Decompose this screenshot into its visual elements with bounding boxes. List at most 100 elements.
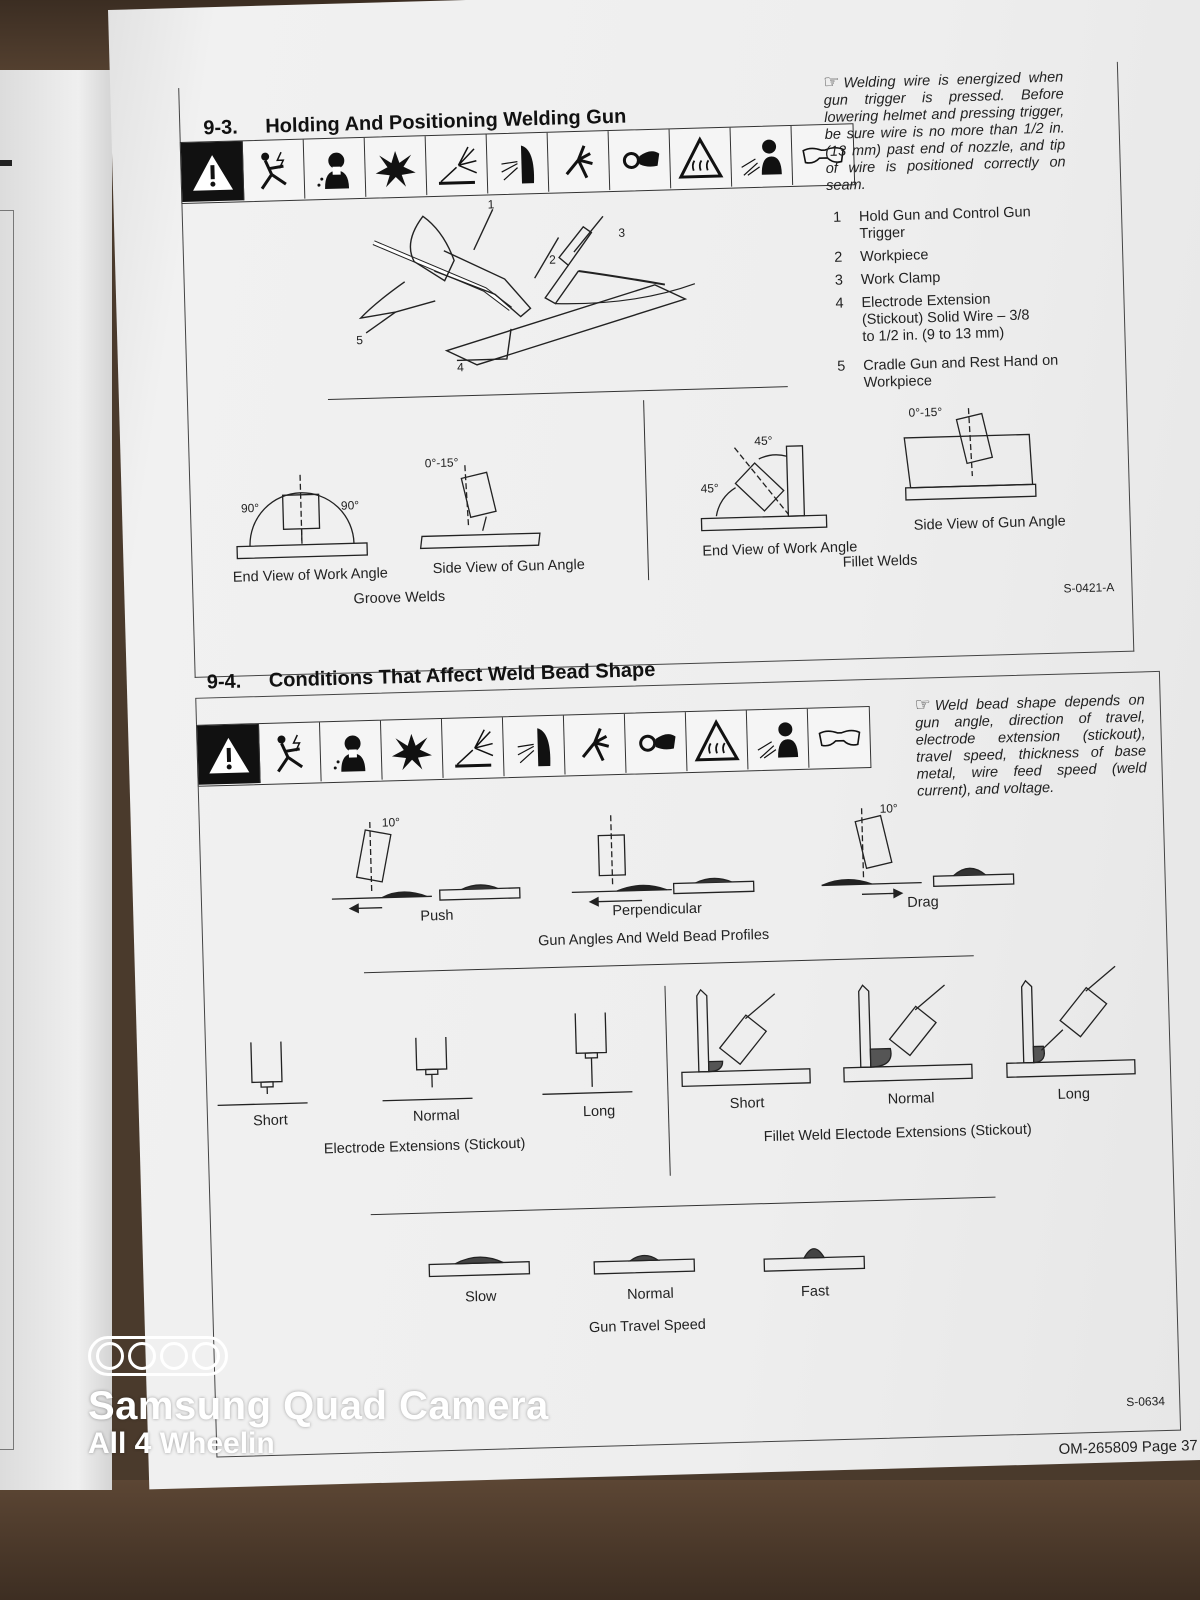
pointing-hand-icon: ☞: [914, 694, 932, 715]
groove-side-view-diagram: [419, 465, 541, 550]
hot-surface-icon: [669, 127, 733, 189]
watermark-subtitle: All 4 Wheelin: [88, 1427, 275, 1460]
quad-camera-icon: [88, 1336, 228, 1376]
push-label: Push: [420, 907, 454, 925]
fillet-angle-left: 45°: [700, 481, 719, 496]
perpendicular-angle-diagram: [571, 815, 755, 907]
arc-rays-icon: [486, 132, 550, 194]
warning-icon: [197, 724, 261, 785]
slow-speed-label: Slow: [464, 1288, 497, 1306]
explosion-icon: [380, 718, 444, 780]
groove-side-view-label: Side View of Gun Angle: [432, 556, 585, 578]
safety-glasses-icon: [792, 124, 855, 185]
callout-5: 5: [356, 333, 364, 348]
warning-icon: [180, 141, 245, 202]
fillet-welds-caption: Fillet Welds: [842, 552, 918, 571]
moving-parts-icon: [624, 712, 688, 773]
arc-rays-icon: [502, 715, 566, 777]
callout-2: 2: [548, 252, 557, 267]
push-angle-value: 10°: [381, 815, 401, 830]
hot-parts-icon: [547, 131, 611, 192]
fillet-end-view-label: End View of Work Angle: [702, 539, 858, 560]
left-page-frame: [0, 210, 14, 1450]
groove-angle-left: 90°: [240, 500, 260, 516]
fumes-icon: [303, 137, 367, 199]
drag-angle-diagram: [821, 808, 1015, 899]
figure-code-s0634: S-0634: [1126, 1394, 1166, 1410]
hot-parts-icon: [563, 713, 627, 775]
section-9-4-box: ☞Weld bead shape depends on gun angle, d…: [195, 670, 1182, 1458]
fumes-icon: [319, 720, 383, 782]
hot-surface-icon: [685, 710, 749, 772]
fillet-short-label: Short: [729, 1095, 765, 1113]
fillet-side-view-label: Side View of Gun Angle: [913, 513, 1066, 534]
welding-gun-illustration: [358, 209, 696, 366]
note-text: Welding wire is energized when gun trigg…: [823, 69, 1066, 195]
fast-speed-bead-diagram: [763, 1248, 866, 1272]
callout-1: 1: [487, 197, 495, 212]
long-stickout-diagram: [542, 1012, 633, 1095]
groove-end-view-diagram: [236, 474, 368, 560]
safety-icon-strip: [179, 123, 856, 205]
safety-glasses-icon: [808, 707, 871, 768]
moving-parts-icon: [608, 129, 672, 191]
noise-icon: [730, 125, 794, 187]
section-number: 9-4.: [206, 670, 242, 694]
bead-shape-note: ☞Weld bead shape depends on gun angle, d…: [914, 690, 1147, 800]
fillet-long-label: Long: [1057, 1086, 1091, 1103]
gun-trigger-note: ☞Welding wire is energized when gun trig…: [823, 67, 1066, 195]
slow-speed-bead-diagram: [428, 1256, 531, 1278]
short-stickout-label: Short: [252, 1112, 288, 1130]
fillet-normal-stickout-diagram: [843, 984, 973, 1083]
left-page-mark: [0, 160, 12, 166]
figure-code-s0421a: S-0421-A: [1063, 580, 1115, 596]
camera-watermark: Samsung Quad Camera All 4 Wheelin: [88, 1336, 549, 1461]
divider-rule: [363, 955, 974, 974]
sparks-icon: [441, 717, 505, 778]
long-stickout-label: Long: [582, 1103, 616, 1121]
groove-welds-caption: Groove Welds: [353, 588, 446, 608]
fillet-stickout-caption: Fillet Weld Electode Extensions (Stickou…: [763, 1121, 1032, 1146]
desk-background-bottom: [0, 1480, 1200, 1600]
stickout-caption: Electrode Extensions (Stickout): [323, 1135, 526, 1158]
fast-speed-label: Fast: [800, 1283, 830, 1301]
electric-shock-icon: [242, 139, 306, 201]
divider-vertical: [664, 985, 672, 1176]
electric-shock-icon: [258, 722, 322, 784]
normal-stickout-diagram: [382, 1036, 473, 1102]
manual-page: 9-3.Holding And Positioning Welding Gun …: [108, 0, 1200, 1490]
fillet-gun-angle: 0°-15°: [908, 404, 943, 420]
gun-angles-caption: Gun Angles And Weld Bead Profiles: [537, 926, 770, 950]
page-footer: OM-265809 Page 37: [1058, 1437, 1199, 1459]
drag-angle-value: 10°: [879, 801, 898, 816]
push-angle-diagram: [331, 821, 521, 914]
fillet-end-view-diagram: [700, 445, 828, 532]
callout-4: 4: [456, 360, 464, 375]
left-page-edge: [0, 70, 112, 1490]
drag-label: Drag: [907, 894, 939, 912]
normal-speed-bead-diagram: [593, 1254, 696, 1275]
watermark-title: Samsung Quad Camera: [88, 1384, 549, 1428]
groove-end-view-label: End View of Work Angle: [232, 565, 389, 586]
sparks-icon: [425, 134, 489, 196]
groove-gun-angle: 0°-15°: [424, 455, 459, 471]
fillet-short-stickout-diagram: [681, 988, 811, 1088]
fillet-normal-label: Normal: [887, 1090, 935, 1108]
divider-vertical: [643, 400, 650, 581]
normal-speed-label: Normal: [626, 1285, 675, 1304]
short-stickout-diagram: [217, 1041, 308, 1107]
travel-speed-caption: Gun Travel Speed: [588, 1316, 707, 1337]
note-text: Weld bead shape depends on gun angle, di…: [915, 692, 1147, 800]
explosion-icon: [364, 136, 428, 197]
pointing-hand-icon: ☞: [823, 71, 840, 93]
fillet-long-stickout-diagram: [1006, 965, 1136, 1078]
perpendicular-label: Perpendicular: [612, 900, 703, 920]
section-9-3-box: ☞Welding wire is energized when gun trig…: [178, 61, 1135, 678]
callout-3: 3: [618, 225, 626, 240]
safety-icon-strip: [195, 706, 872, 787]
